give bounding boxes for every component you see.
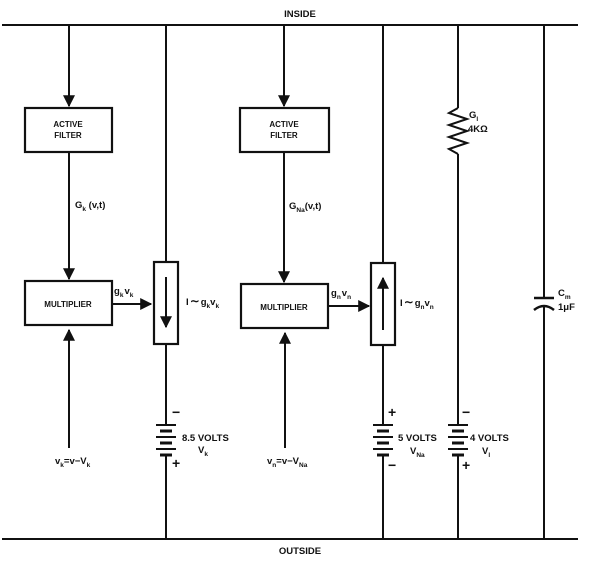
cap-name-label: Cm: [558, 288, 571, 301]
k-multiplier-label: MULTIPLIER: [44, 300, 92, 309]
leak-battery: [448, 424, 468, 457]
cap-value-label: 1μF: [558, 302, 575, 313]
na-product-label: gnvn: [331, 288, 351, 301]
k-multiplier-box: [23, 279, 114, 327]
na-multiplier-label: MULTIPLIER: [260, 303, 308, 312]
inside-label: INSIDE: [284, 9, 316, 20]
na-filter-line2: FILTER: [270, 131, 298, 140]
na-active-filter-box: [238, 106, 331, 154]
k-battery: [156, 424, 176, 457]
na-current-label: I∼gnvn: [400, 295, 434, 311]
leak-branch: Gl 4KΩ − + 4 VOLTS Vl: [445, 25, 509, 539]
leak-battery-top-sign: −: [462, 404, 470, 420]
leak-battery-value: 4 VOLTS: [470, 433, 509, 444]
na-filter-line1: ACTIVE: [269, 120, 299, 129]
k-current-label: I∼gkvk: [186, 294, 219, 310]
leak-conductance-label: Gl: [469, 110, 478, 123]
k-input-label: vk=v−Vk: [55, 456, 91, 469]
na-battery-bottom-sign: −: [388, 457, 396, 473]
na-battery-name: VNa: [410, 446, 425, 459]
na-conductance-label: GNa(v,t): [289, 201, 321, 214]
sodium-branch: ACTIVE FILTER GNa(v,t) MULTIPLIER gnvn v…: [238, 25, 437, 539]
potassium-branch: ACTIVE FILTER Gk (v,t) MULTIPLIER gkvk v…: [23, 25, 229, 539]
k-filter-line1: ACTIVE: [53, 120, 83, 129]
k-battery-bottom-sign: +: [172, 455, 180, 471]
k-conductance-label: Gk (v,t): [75, 200, 105, 213]
leak-battery-bottom-sign: +: [462, 457, 470, 473]
k-battery-top-sign: −: [172, 404, 180, 420]
k-filter-line2: FILTER: [54, 131, 82, 140]
membrane-capacitor: Cm 1μF: [533, 25, 575, 539]
k-product-label: gkvk: [114, 286, 134, 299]
k-active-filter-box: [23, 106, 114, 154]
na-battery-value: 5 VOLTS: [398, 433, 437, 444]
k-battery-name: Vk: [198, 445, 208, 458]
k-battery-value: 8.5 VOLTS: [182, 433, 229, 444]
na-input-label: vn=v−VNa: [267, 456, 308, 469]
na-battery: [373, 424, 393, 457]
leak-battery-name: Vl: [482, 446, 490, 459]
outside-label: OUTSIDE: [279, 546, 321, 557]
na-battery-top-sign: +: [388, 404, 396, 420]
leak-resistor: [445, 107, 471, 155]
leak-resistance-value: 4KΩ: [468, 124, 488, 135]
